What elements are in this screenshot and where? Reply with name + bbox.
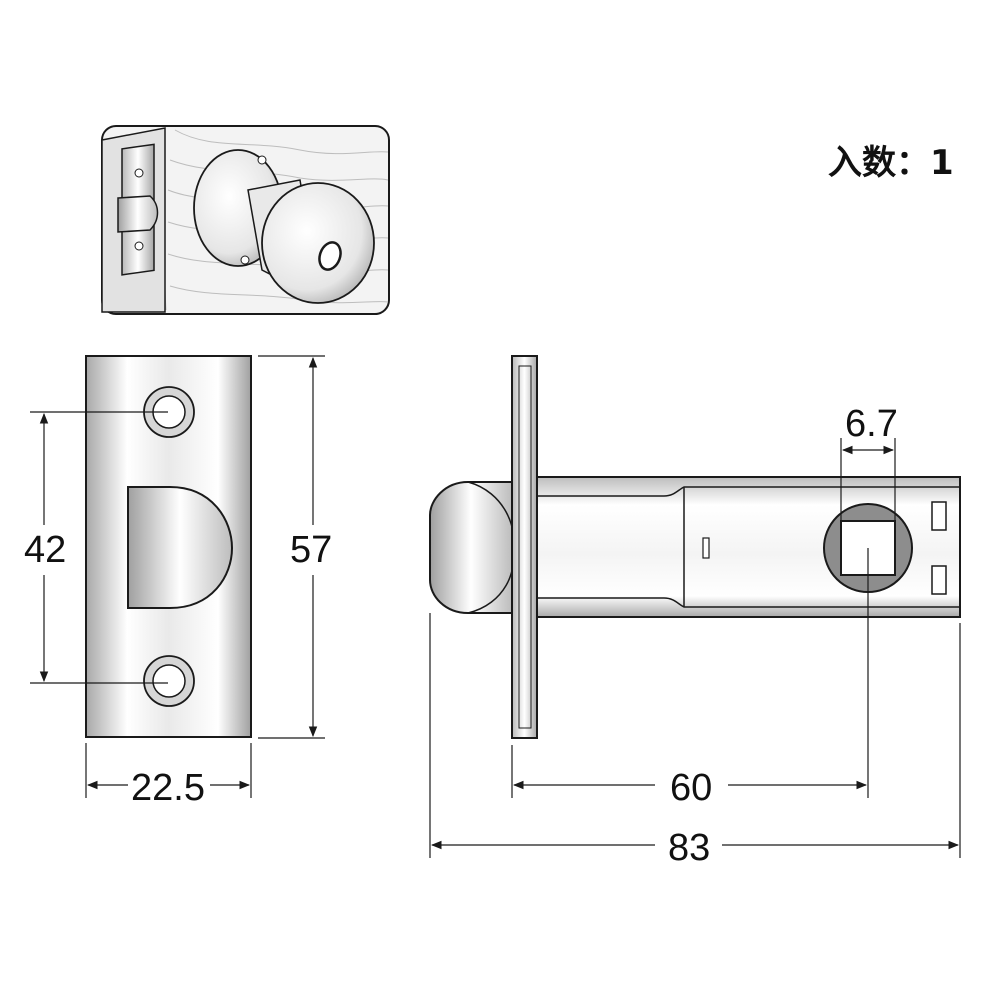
plate-screw-top xyxy=(134,168,144,178)
front-dimensions xyxy=(30,355,325,798)
dim-label-plate-width: 22.5 xyxy=(131,767,205,809)
side-face-plate xyxy=(511,355,538,739)
plate-screw-bottom xyxy=(134,241,144,251)
latch-bolt-tip xyxy=(117,195,159,233)
screw-hole-bottom-inner xyxy=(152,664,186,698)
dim-label-plate-height: 57 xyxy=(290,529,332,571)
latch-bolt xyxy=(429,481,513,614)
rose-screw-top xyxy=(257,155,267,165)
quantity-label: 入数：1 xyxy=(828,143,954,183)
knob xyxy=(261,182,375,304)
dim-label-hole-pitch: 42 xyxy=(24,529,66,571)
side-dimensions xyxy=(429,438,961,858)
rose-screw-bottom xyxy=(240,255,250,265)
front-view xyxy=(85,355,252,738)
dim-label-spindle-square: 6.7 xyxy=(845,403,898,445)
dim-label-overall-length: 83 xyxy=(668,827,710,869)
body-slot-small xyxy=(702,537,710,559)
body-slot-lower xyxy=(931,565,947,595)
body-slot-upper xyxy=(931,501,947,531)
installed-illustration xyxy=(101,125,390,315)
dim-label-backset: 60 xyxy=(670,767,712,809)
side-view xyxy=(429,355,961,739)
side-face-plate-inner xyxy=(518,365,532,729)
knob-keyhole xyxy=(318,241,342,271)
latch-opening xyxy=(127,486,234,609)
